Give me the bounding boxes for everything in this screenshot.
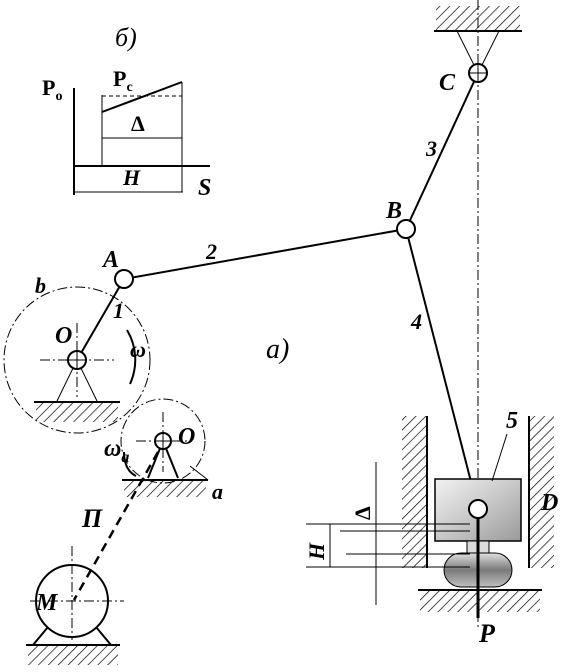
- load-diagram: б) Po Pc Δ H S: [42, 23, 211, 201]
- h-label: H: [122, 165, 141, 190]
- point-c-label: C: [439, 70, 456, 96]
- joint-a: [114, 269, 134, 289]
- link-4: [405, 228, 479, 510]
- omega-a-label: ωa: [104, 436, 129, 466]
- s-axis-label: S: [198, 175, 211, 201]
- pc-force-line: [101, 81, 183, 113]
- joint-b: [396, 219, 416, 239]
- gear-circle-a-label: a: [212, 479, 223, 504]
- omega-arc: [126, 329, 137, 385]
- o1-ground-hatch: [36, 402, 118, 422]
- o2-ground-hatch: [124, 480, 206, 497]
- joint-d: [468, 499, 488, 519]
- motor-ground-hatch: [28, 645, 118, 665]
- point-a-label: A: [101, 247, 119, 273]
- link-3: [405, 72, 479, 230]
- omega-a-arc: [123, 451, 137, 477]
- crank-circle-b-label: b: [35, 273, 46, 298]
- part-5-label: 5: [506, 408, 518, 434]
- link-2-label: 2: [205, 239, 217, 264]
- point-d-label: D: [540, 490, 558, 516]
- gear-circle-a: [120, 398, 206, 484]
- delta-label: Δ: [131, 111, 145, 136]
- right-guide-hatch: [530, 416, 554, 568]
- h-dim-label: H: [304, 542, 329, 561]
- left-guide-hatch: [402, 416, 426, 568]
- belt-transmission: [72, 451, 160, 601]
- delta-dim-label: Δ: [350, 506, 375, 520]
- bottom-ground-hatch: [420, 590, 540, 612]
- point-o1-label: O: [55, 323, 72, 349]
- omega-label: ω: [130, 337, 146, 362]
- link-2: [123, 228, 407, 280]
- motor-leg-left: [32, 626, 49, 646]
- linkage-mechanism: a) C B A O O D M P 3 2 4 1 5 b a ω ωa П …: [3, 0, 558, 665]
- point-o2-label: O: [178, 424, 195, 450]
- point-b-label: B: [385, 198, 402, 224]
- link-1: [76, 278, 125, 361]
- subplot-a-caption: a): [266, 334, 289, 365]
- part-5-leader: [491, 433, 508, 482]
- a-leader-line: [189, 465, 209, 481]
- motor-leg-right: [95, 626, 112, 646]
- subplot-b-caption: б): [115, 23, 137, 52]
- load-p-label: P: [478, 619, 496, 648]
- link-3-label: 3: [425, 136, 437, 161]
- belt-pi-label: П: [81, 504, 103, 533]
- pc-label: Pc: [113, 66, 133, 95]
- link-4-label: 4: [410, 309, 422, 334]
- link-1-label: 1: [113, 298, 124, 323]
- crank-circle-b: [3, 286, 151, 434]
- motor-m-label: M: [35, 590, 59, 616]
- p0-label: Po: [42, 75, 62, 104]
